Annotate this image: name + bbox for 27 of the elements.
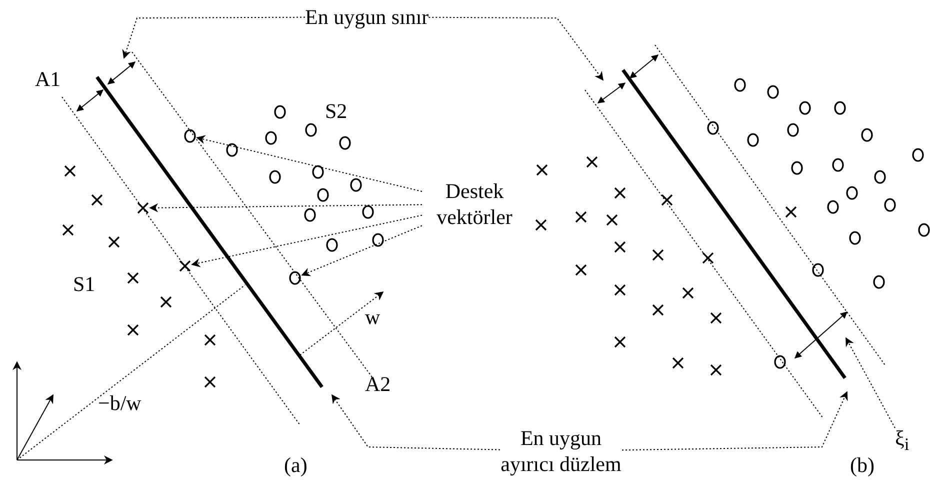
leader-line: [122, 16, 306, 59]
support-vector-point: [288, 270, 302, 286]
separating-hyperplane: [93, 73, 326, 391]
symbol-label: S2: [325, 98, 348, 124]
annotation-label: En uygun sınır: [305, 4, 429, 30]
annotation-label: En uygun ayırıcı düzlem: [500, 425, 622, 477]
symbol-label: S1: [73, 271, 96, 297]
panel-label: (b): [850, 452, 874, 478]
leader-line: [191, 214, 422, 268]
annotation-label: Destek vektörler: [422, 178, 527, 230]
leader-line: [196, 135, 422, 192]
symbol-label: w: [365, 304, 380, 330]
symbol-label: ξ$_{i}$: [895, 425, 910, 458]
leader-line: [149, 203, 422, 212]
symbol-label: A1: [35, 66, 61, 92]
leader-line: [332, 394, 500, 450]
leader-line: [428, 16, 604, 81]
panel-label: (a): [284, 452, 308, 478]
leader-line: [622, 391, 848, 451]
support-vector-point: [178, 258, 192, 274]
support-vector-point: [136, 200, 150, 216]
leader-line: [846, 337, 896, 428]
symbol-label: A2: [365, 371, 391, 397]
leader-line: [301, 225, 422, 276]
support-vector-point: [183, 128, 197, 144]
symbol-label: −b/w: [98, 390, 142, 416]
separating-hyperplane: [619, 66, 849, 382]
